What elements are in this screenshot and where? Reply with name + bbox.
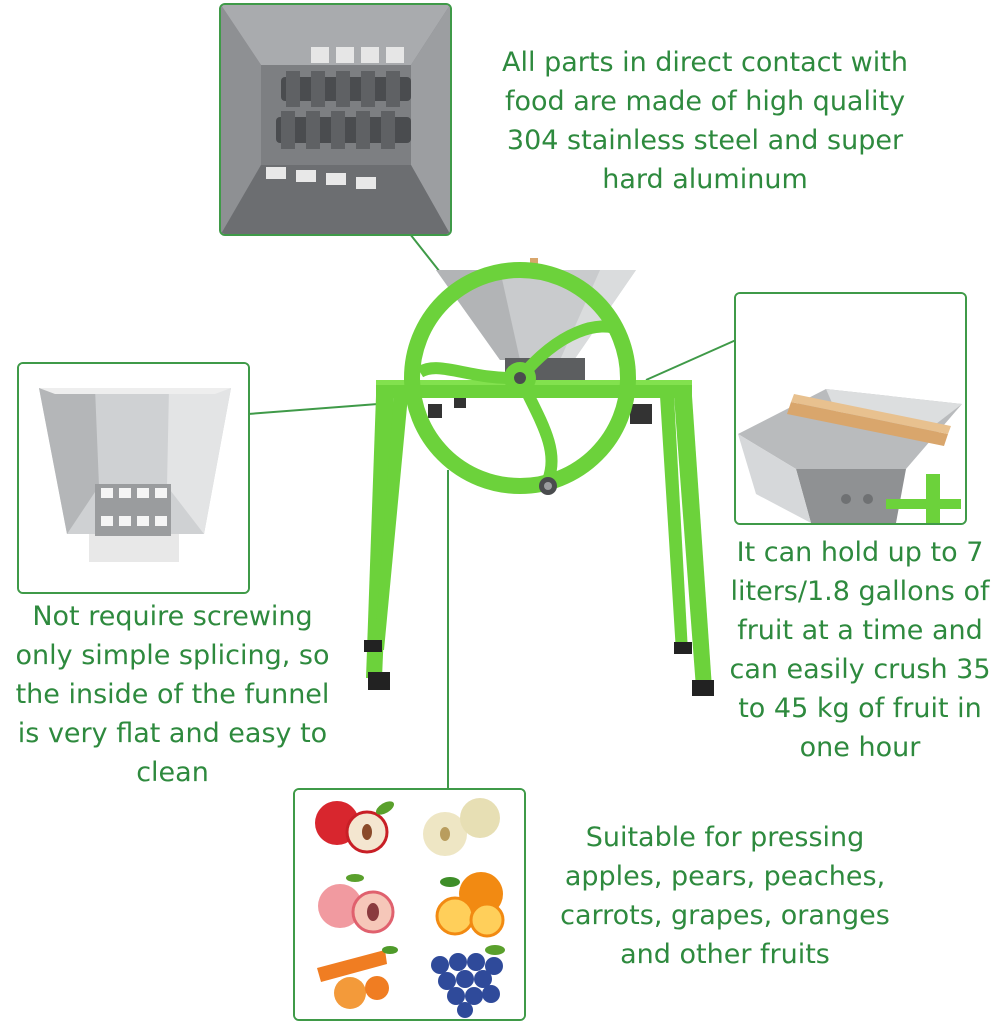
caption-fruits: Suitable for pressing apples, pears, pea… [560,822,890,970]
connector-funnel [247,403,379,415]
grapes-icon [431,945,505,1018]
rollers-closeup-image [219,3,452,236]
pear-icon [423,798,500,856]
funnel-image [17,362,250,594]
caption-funnel: Not require screwing only simple splicin… [15,601,330,788]
peach-icon [318,874,395,934]
hopper-image [734,292,967,525]
apple-icon [315,801,395,854]
flywheel [404,262,636,495]
foot-front-left [368,672,390,690]
orange-icon [435,872,505,938]
caption-capacity: It can hold up to 7 liters/1.8 gallons o… [729,537,991,763]
carrot-icon [317,946,398,1009]
connector-hopper [645,339,737,381]
fruits-image [293,788,526,1021]
connector-rollers [409,233,441,273]
foot-front-right [692,680,714,696]
caption-materials: All parts in direct contact with food ar… [502,47,908,195]
machine-legs [366,396,712,688]
